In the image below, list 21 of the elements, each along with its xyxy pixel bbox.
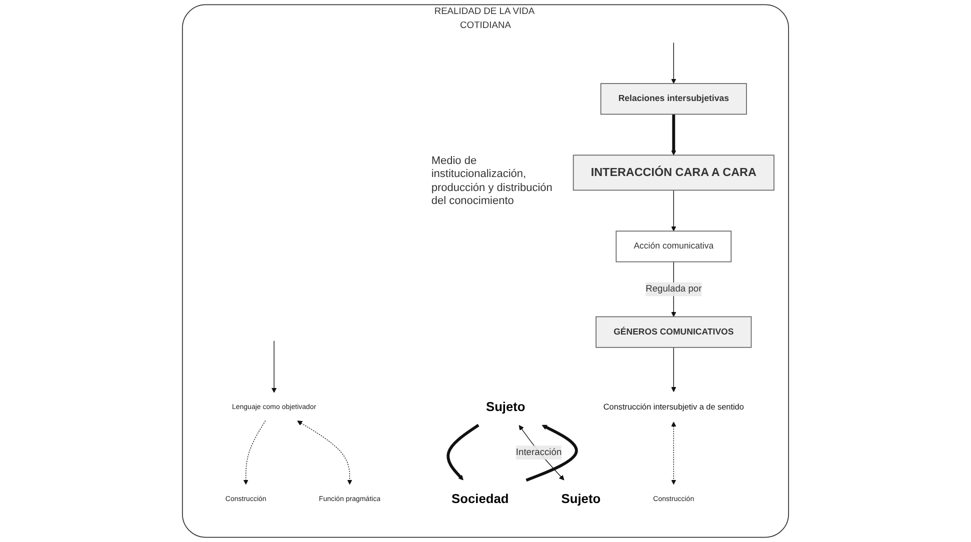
node-text: Sociedad <box>452 491 509 506</box>
arrow <box>671 422 676 485</box>
node-box: Relaciones intersubjetivas <box>600 83 747 115</box>
node-box: INTERACCIÓN CARA A CARA <box>572 154 774 191</box>
node-text: Sujeto <box>561 491 601 506</box>
arrow <box>671 190 676 232</box>
edge-label: Regulada por <box>646 284 702 294</box>
arrow <box>671 347 676 392</box>
edge-label: Interacción <box>516 447 562 458</box>
arrow <box>671 114 676 156</box>
arrow <box>526 424 578 482</box>
node-text: Construcción intersubjetiv a de sentido <box>603 402 744 412</box>
arrow <box>446 424 480 480</box>
node-box: GÉNEROS COMUNICATIVOS <box>596 316 752 348</box>
arrow <box>243 420 266 485</box>
node-text: Sujeto <box>486 399 526 414</box>
arrow <box>671 42 676 84</box>
arrow <box>297 420 352 485</box>
arrow <box>272 340 277 393</box>
node-box: Acción comunicativa <box>616 230 732 262</box>
node-caption: Medio de institucionalización, producción y distribución del conocimiento <box>431 155 554 208</box>
